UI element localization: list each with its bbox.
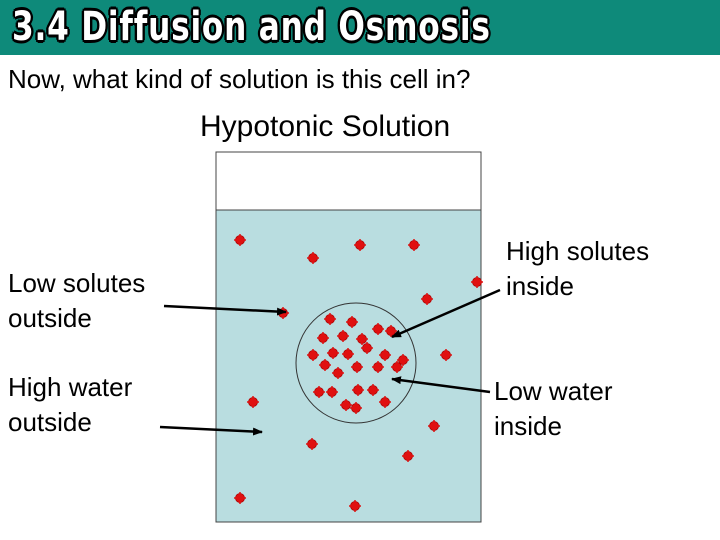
label-line: Low solutes <box>8 268 146 298</box>
label-high-solutes-inside: High solutes inside <box>506 234 649 303</box>
cell-membrane <box>295 302 417 424</box>
label-line: High water <box>8 372 133 402</box>
label-line: outside <box>8 302 92 333</box>
header-bar <box>0 0 720 55</box>
label-low-water-inside: Low water inside <box>494 374 613 443</box>
label-line: inside <box>494 410 562 441</box>
arrow-low-water-inside <box>391 376 491 394</box>
slide-title: 3.4 Diffusion and Osmosis <box>12 4 491 50</box>
label-low-solutes-outside: Low solutes outside <box>8 266 145 335</box>
arrow-high-water-outside <box>159 425 263 436</box>
label-line: High solutes <box>506 236 650 266</box>
label-line: outside <box>8 406 92 437</box>
arrow-high-solutes-inside <box>391 288 501 339</box>
solute-particles <box>234 234 483 512</box>
question-text: Now, what kind of solution is this cell … <box>8 64 471 94</box>
diagram-title: Hypotonic Solution <box>200 110 451 143</box>
label-line: Low water <box>494 376 613 406</box>
label-line: inside <box>506 270 574 301</box>
water <box>215 209 482 523</box>
label-high-water-outside: High water outside <box>8 370 132 439</box>
arrow-low-solutes-outside <box>163 304 287 316</box>
